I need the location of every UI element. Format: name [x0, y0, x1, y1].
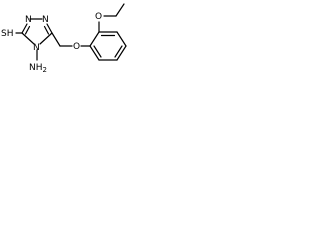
chemical-structure: N N N SH NH2 O O: [1, 3, 127, 74]
bond-ar-6: [89, 45, 100, 61]
bond-n4-c3: [21, 32, 35, 45]
bond-n2-c5: [46, 23, 53, 34]
atom-n-right: N: [42, 15, 49, 25]
atom-nh2-main: NH: [29, 63, 43, 73]
bonds: [15, 3, 127, 61]
bond-ch2-ch3-ethoxy: [115, 3, 125, 17]
atom-labels: N N N SH NH2 O O: [1, 12, 102, 74]
bond-ar-4: [116, 45, 127, 61]
atom-n-left: N: [25, 15, 32, 25]
atom-nh2: NH2: [29, 63, 47, 74]
bond-ar-double-3: [93, 45, 102, 58]
bond-c5-ch2: [51, 32, 61, 47]
atom-nh2-subscript: 2: [43, 66, 47, 74]
atom-n-bottom: N: [33, 43, 40, 53]
bond-c5-n4: [39, 32, 53, 45]
bond-c3-n1-double: [24, 25, 31, 35]
atom-sh: SH: [1, 29, 13, 39]
atom-o-ethoxy: O: [95, 12, 102, 22]
bond-c3-n1: [21, 23, 28, 34]
atom-o-link: O: [73, 42, 80, 52]
bond-ar-3: [116, 31, 127, 47]
bond-ar-double-2: [114, 45, 123, 58]
bond-ar-1: [89, 31, 100, 47]
bond-n2-c5-double: [43, 25, 50, 35]
